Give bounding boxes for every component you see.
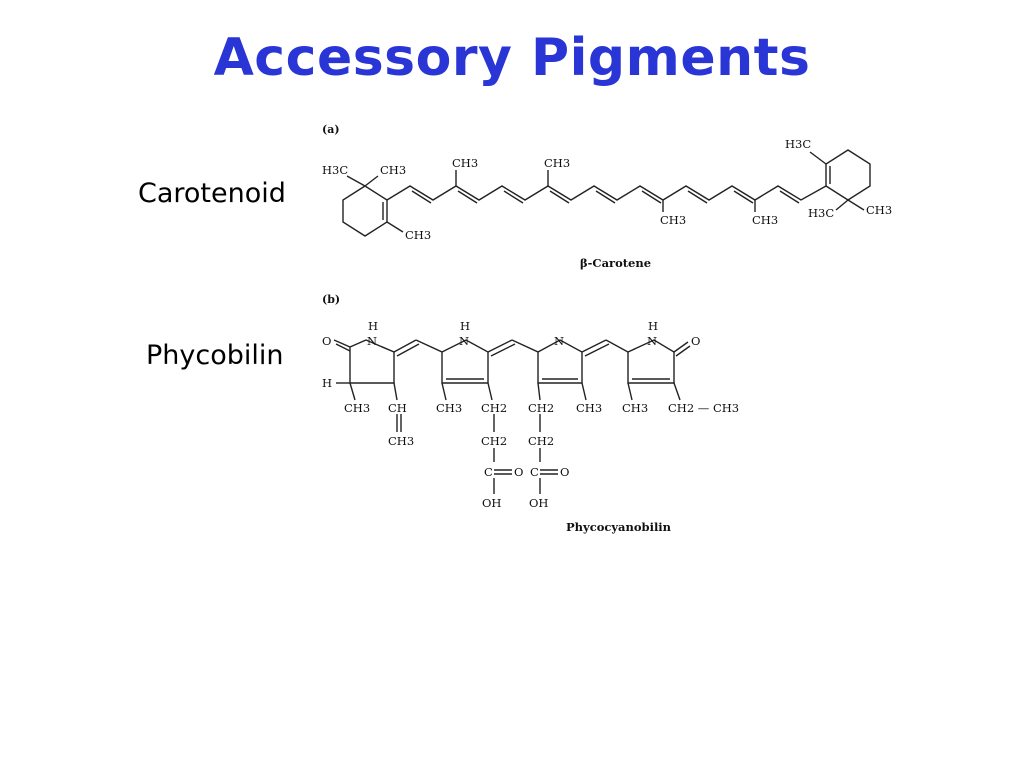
slide-title: Accessory Pigments [213, 28, 811, 88]
bond-g5 [537, 382, 541, 401]
group-ch3-top-1: CH3 [452, 156, 478, 170]
caption-phycocyanobilin: Phycocyanobilin [566, 520, 672, 534]
bond-g1 [349, 382, 356, 401]
group-ch3-1: CH3 [344, 401, 370, 415]
group-ch3-top-2: CH3 [544, 156, 570, 170]
phycocyanobilin-structure: (b) [322, 293, 739, 534]
atom-n2: N [459, 334, 469, 348]
carboxyl-o-2: O [560, 465, 569, 479]
group-h3c-left: H3C [322, 163, 348, 177]
atom-n4: N [647, 334, 657, 348]
group-ch2-4: CH2 [528, 434, 554, 448]
group-ch3-2: CH3 [436, 401, 462, 415]
left-ring-bonds [342, 185, 388, 237]
right-ring-bonds [825, 149, 871, 201]
bridge-1 [393, 339, 417, 353]
bond-g3 [441, 382, 447, 401]
ring-b-bonds [415, 339, 489, 384]
bond-h3c-right-top [809, 151, 827, 165]
group-ch3-bottom-1: CH3 [660, 213, 686, 227]
group-ch3-vinyl: CH3 [388, 434, 414, 448]
phycobilin-label: Phycobilin [146, 340, 284, 371]
carboxyl-o-1: O [514, 465, 523, 479]
atom-h1: H [368, 319, 378, 333]
ring-d-carbonyl [673, 341, 689, 353]
bond-g8 [673, 382, 681, 401]
bond-g6 [581, 382, 587, 401]
atom-h3: H [648, 319, 658, 333]
atom-o-right: O [691, 334, 700, 348]
group-oh-2: OH [529, 496, 548, 510]
bridge-2 [487, 339, 513, 353]
atom-n3: N [554, 334, 564, 348]
group-ch3-left-top: CH3 [380, 163, 406, 177]
group-oh-1: OH [482, 496, 501, 510]
beta-carotene-structure: (a) H3C CH [322, 123, 892, 270]
group-ch2-1: CH2 [481, 401, 507, 415]
panel-b-label: (b) [322, 293, 340, 306]
caption-beta-carotene: β-Carotene [580, 256, 651, 270]
bridge-3 [581, 339, 607, 353]
panel-a-label: (a) [322, 123, 340, 136]
polyene-chain [386, 185, 827, 201]
ring-d-bonds [605, 339, 675, 384]
group-h3c-right-top: H3C [785, 137, 811, 151]
bond-ch3-left-top [364, 175, 379, 187]
group-h3c-right-bottom: H3C [808, 206, 834, 220]
group-ethyl: CH2 — CH3 [668, 401, 739, 415]
carboxyl-c-2: C [530, 465, 539, 479]
bond-h3c-right-bottom [835, 199, 849, 211]
bond-ch3-right [847, 199, 865, 211]
group-ch3-bottom-2: CH3 [752, 213, 778, 227]
ring-a-carbonyl [333, 339, 351, 348]
atom-o-left: O [322, 334, 331, 348]
bond-ch3-left-bottom [386, 221, 404, 233]
carboxyl-c-1: C [484, 465, 493, 479]
ring-c-bonds [511, 339, 583, 384]
bond-g2 [393, 382, 398, 401]
group-ch2-2: CH2 [481, 434, 507, 448]
chain-double-bonds [411, 190, 800, 204]
atom-h-left: H [322, 376, 332, 390]
ring-a-bonds [349, 339, 395, 384]
group-ch2-3: CH2 [528, 401, 554, 415]
group-ch3-4: CH3 [622, 401, 648, 415]
atom-h2: H [460, 319, 470, 333]
group-ch3-3: CH3 [576, 401, 602, 415]
bond-g7 [627, 382, 633, 401]
group-ch3-left-bottom: CH3 [405, 228, 431, 242]
bond-h3c-left [346, 175, 366, 187]
group-ch3-right: CH3 [866, 203, 892, 217]
atom-n1: N [367, 334, 377, 348]
carotenoid-label: Carotenoid [138, 178, 286, 209]
bond-g4 [487, 382, 493, 401]
group-ch: CH [388, 401, 407, 415]
